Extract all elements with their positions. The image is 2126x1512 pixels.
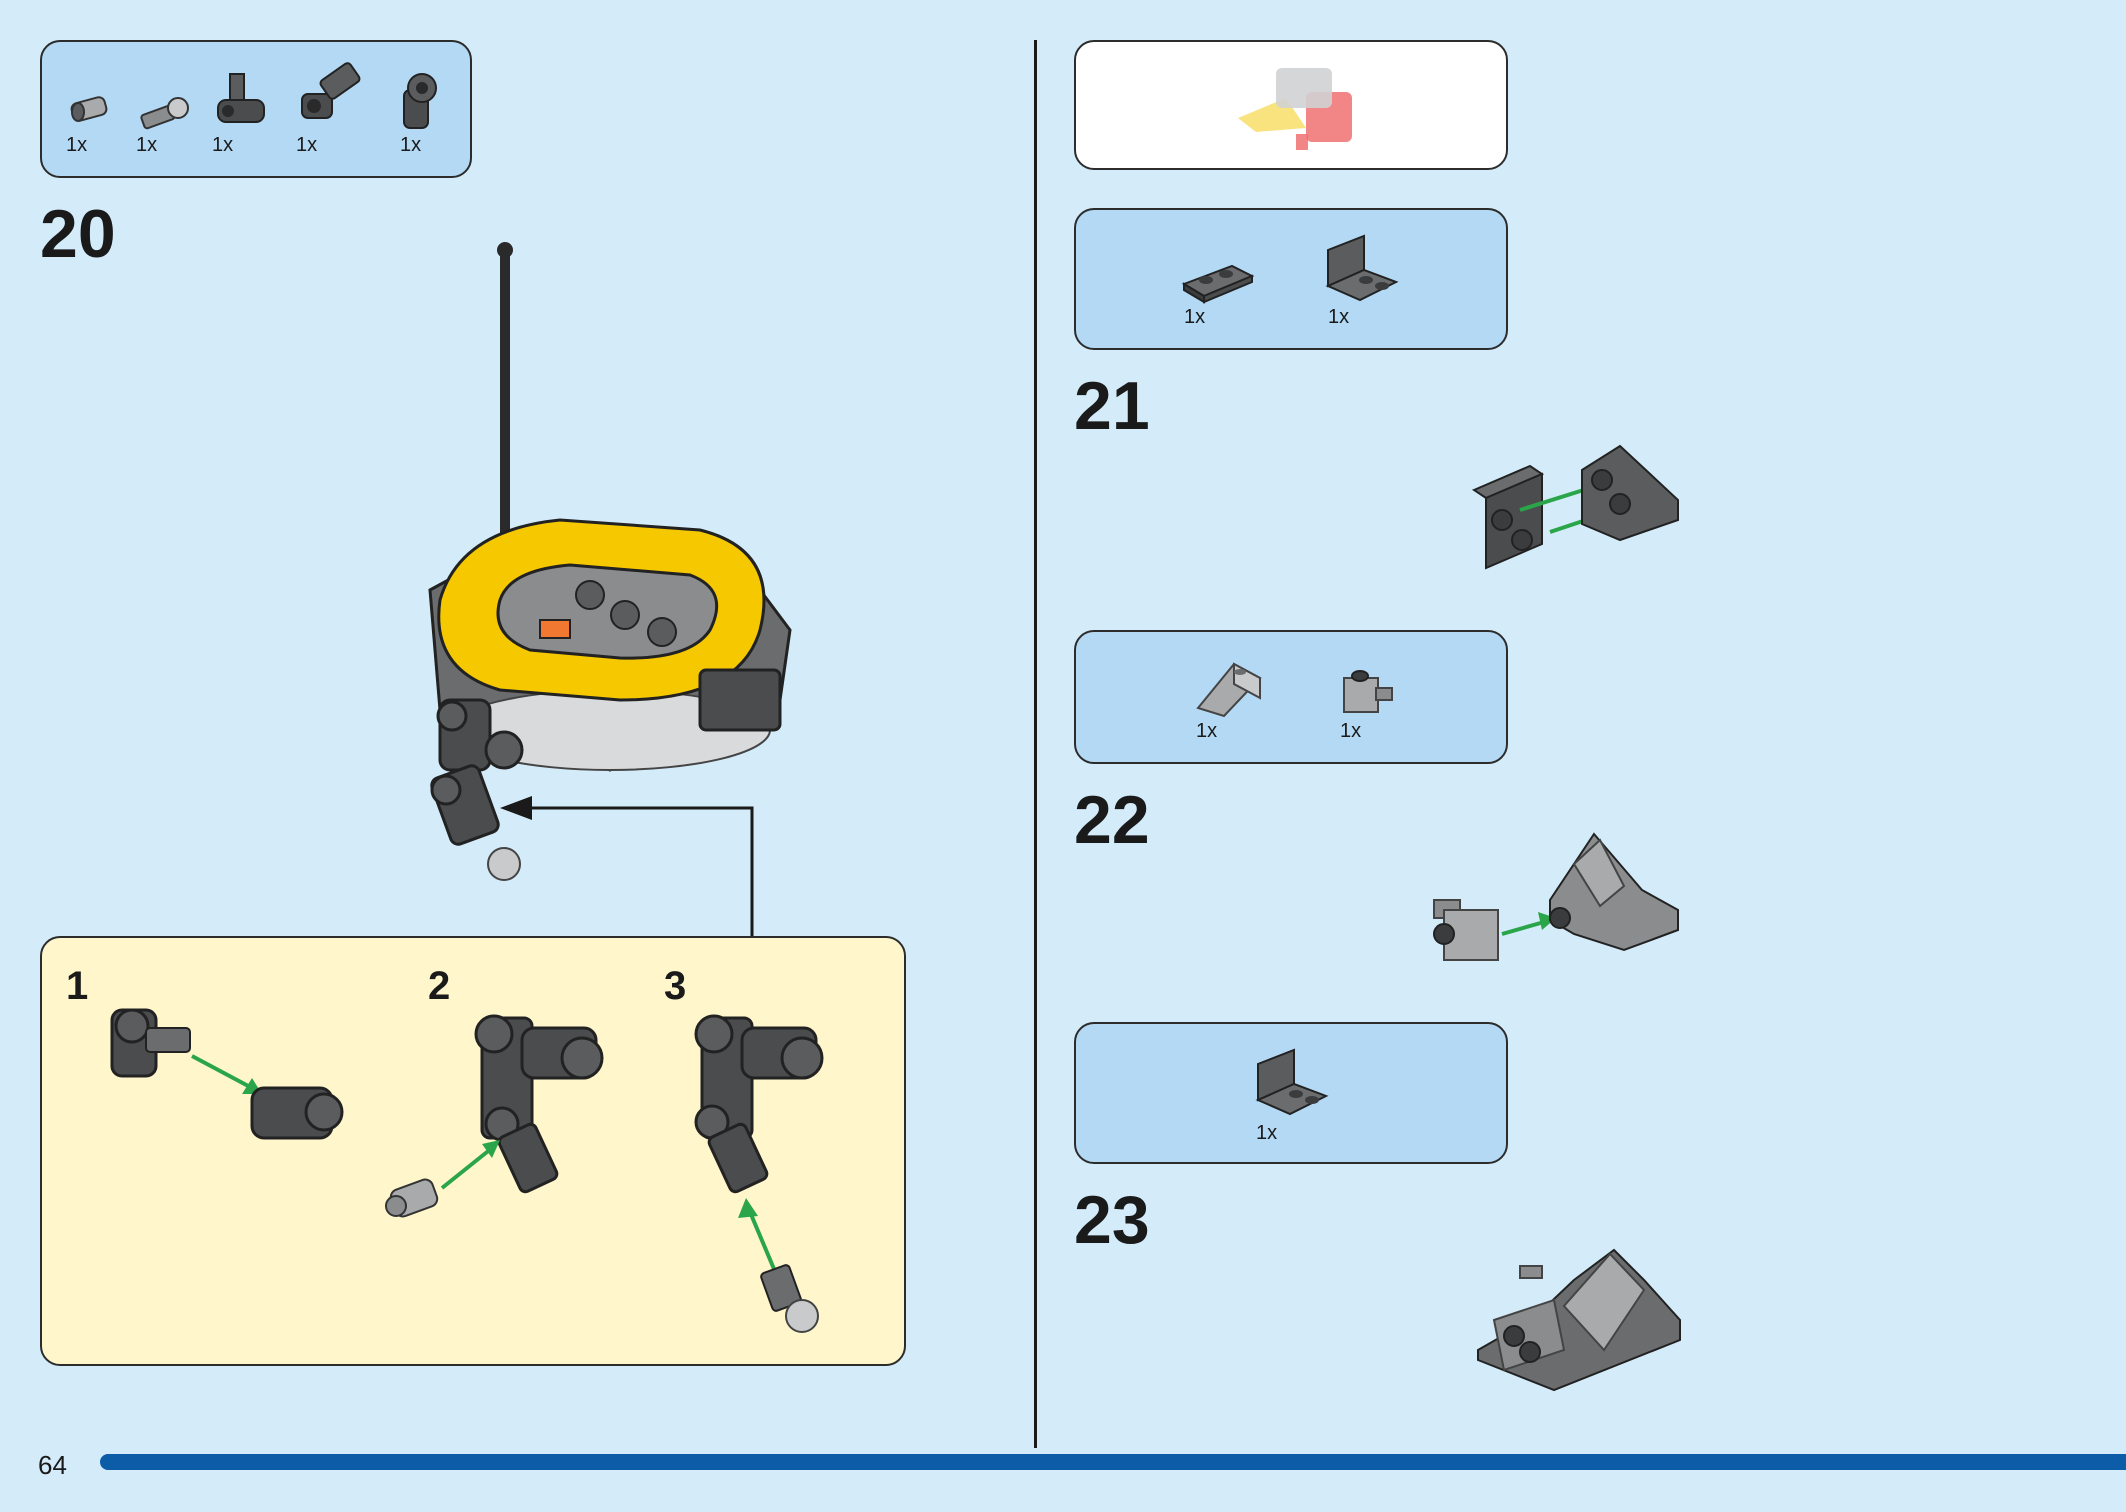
progress-bar [100, 1454, 2126, 1470]
step-number: 22 [1074, 782, 1150, 858]
part-qty: 1x [136, 134, 158, 156]
step23-parts-box: 1x [1074, 1022, 1508, 1164]
substep-number: 3 [664, 964, 687, 1008]
angled-connector-icon [301, 62, 361, 119]
sub-assembly-box: 1 2 3 [40, 936, 906, 1366]
bush-piece-icon [70, 96, 108, 122]
step22-parts-box: 1x 1x [1074, 630, 1508, 764]
model-preview-box [1074, 40, 1508, 170]
part-qty: 1x [212, 134, 234, 156]
model-assembly-illustration [428, 242, 792, 881]
pin-connector-icon [403, 73, 437, 129]
part-qty: 1x [1340, 720, 1362, 742]
step-number: 23 [1074, 1182, 1150, 1258]
step-number: 20 [40, 196, 116, 272]
slope-brick-icon [1196, 662, 1262, 718]
substep1-illustration [110, 1008, 344, 1140]
part-qty: 1x [1256, 1122, 1278, 1144]
step20-parts-box: 1x 1x 1x 1x 1x [40, 40, 472, 178]
page-divider [1034, 40, 1037, 1448]
substep-number: 2 [428, 964, 451, 1008]
substep-number: 1 [66, 964, 89, 1008]
ball-pin-icon [140, 97, 189, 130]
clip-brick-icon [1343, 670, 1393, 713]
step21-parts-box: 1x 1x [1074, 208, 1508, 350]
plate-1x2-icon [1181, 264, 1255, 304]
step-number: 21 [1074, 368, 1150, 444]
part-qty: 1x [1328, 306, 1350, 328]
substep2-illustration [385, 1014, 604, 1218]
part-qty: 1x [1184, 306, 1206, 328]
step22-illustration-drawing [1433, 832, 1679, 961]
model-preview-icon [1238, 68, 1352, 150]
part-qty: 1x [66, 134, 88, 156]
substep3-illustration [694, 1014, 824, 1333]
step23-illustration [1477, 1248, 1681, 1392]
part-qty: 1x [296, 134, 318, 156]
step21-illustration [1471, 444, 1679, 570]
part-qty: 1x [1196, 720, 1218, 742]
bracket-icon [1325, 234, 1399, 302]
cross-connector-icon [217, 73, 265, 123]
part-qty: 1x [400, 134, 422, 156]
callout-arrow [500, 796, 754, 938]
page-number: 64 [38, 1450, 67, 1480]
bracket-icon [1255, 1048, 1329, 1116]
